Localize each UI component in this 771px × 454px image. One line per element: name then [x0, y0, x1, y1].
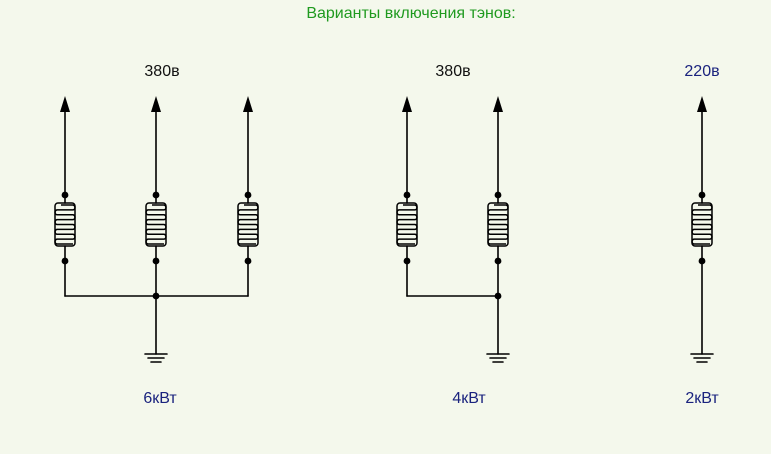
circuit-two-phase-branch-1-heater-icon — [396, 204, 418, 245]
circuit-three-phase-branch-1-heater-icon — [54, 204, 76, 245]
circuit-three-phase-branch-2-heater-icon — [145, 204, 167, 245]
voltage-label-three-phase: 380в — [144, 63, 180, 80]
circuit-single-phase-branch-1-heater-icon — [691, 204, 713, 245]
voltage-label-single-phase: 220в — [684, 63, 720, 80]
voltage-label-two-phase: 380в — [435, 63, 471, 80]
circuit-three-phase-branch-3-arrow-icon — [243, 96, 253, 112]
circuit-three-phase-branch-2-arrow-icon — [151, 96, 161, 112]
circuit-three-phase-branch-1-arrow-icon — [60, 96, 70, 112]
circuit-two-phase-branch-1-arrow-icon — [402, 96, 412, 112]
power-label-single-phase: 2кВт — [685, 390, 719, 407]
power-label-two-phase: 4кВт — [452, 390, 486, 407]
circuit-three-phase-branch-3-heater-icon — [237, 204, 259, 245]
diagram-title: Варианты включения тэнов: — [306, 5, 516, 22]
power-label-three-phase: 6кВт — [143, 390, 177, 407]
circuit-single-phase-branch-1-arrow-icon — [697, 96, 707, 112]
circuit-two-phase-branch-2-arrow-icon — [493, 96, 503, 112]
circuit-two-phase-branch-2-heater-icon — [487, 204, 509, 245]
